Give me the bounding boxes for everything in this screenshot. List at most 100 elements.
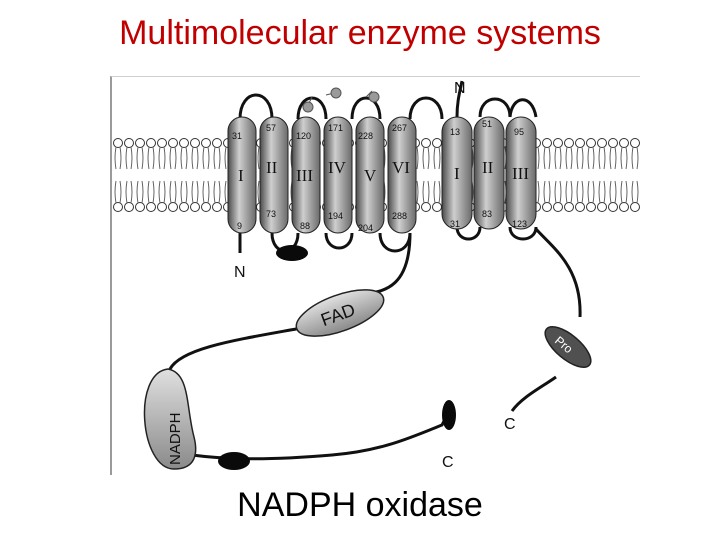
- lipid-tail: [620, 180, 628, 204]
- right-c-terminus-label: C: [504, 416, 516, 433]
- lipid-tail: [147, 146, 155, 170]
- lipid-tail: [180, 180, 188, 204]
- helix-bottom-number: 288: [392, 211, 407, 221]
- lipid-tail: [202, 180, 210, 204]
- helix-roman-numeral: II: [266, 158, 278, 177]
- helix-roman-numeral: III: [512, 164, 529, 183]
- lipid-tail: [554, 180, 562, 204]
- lipid-head: [190, 202, 200, 212]
- helix-bottom-number: 88: [300, 221, 310, 231]
- helix-top-number: 267: [392, 123, 407, 133]
- nadph-domain: NADPH: [143, 368, 197, 470]
- lipid-tail: [422, 180, 430, 204]
- lipid-tail: [576, 180, 584, 204]
- lipid-head: [564, 202, 574, 212]
- lipid-head: [212, 202, 222, 212]
- glycosylation-sites: [302, 87, 380, 113]
- lipid-head: [179, 138, 189, 148]
- lipid-tail: [565, 146, 573, 170]
- lipid-tail: [576, 146, 584, 170]
- lipid-tail: [422, 146, 430, 170]
- glycan-knob: [368, 91, 380, 103]
- binding-bead: [442, 400, 456, 430]
- nadph-label: NADPH: [167, 412, 184, 465]
- helix-bottom-number: 83: [482, 209, 492, 219]
- lipid-head: [146, 202, 156, 212]
- lipid-tail: [158, 146, 166, 170]
- lipid-head: [553, 202, 563, 212]
- lipid-tail: [191, 146, 199, 170]
- lipid-head: [553, 138, 563, 148]
- lipid-tail: [609, 180, 617, 204]
- lipid-tail: [565, 180, 573, 204]
- lipid-head: [542, 138, 552, 148]
- lipid-tail: [158, 180, 166, 204]
- lipid-head: [421, 202, 431, 212]
- helix-top-number: 171: [328, 123, 343, 133]
- right-protein-helices: [441, 116, 537, 230]
- helix-top-number: 31: [232, 131, 242, 141]
- pro-domain: Pro: [544, 326, 592, 368]
- lipid-tail: [543, 180, 551, 204]
- lipid-head: [564, 138, 574, 148]
- lipid-head: [190, 138, 200, 148]
- helix-roman-numeral: II: [482, 158, 494, 177]
- lipid-tail: [587, 146, 595, 170]
- helix-bottom-number: 31: [450, 219, 460, 229]
- lipid-tail: [125, 146, 133, 170]
- lipid-head: [575, 138, 585, 148]
- lipid-tail: [191, 180, 199, 204]
- lipid-head: [157, 138, 167, 148]
- left-protein-helices: [227, 116, 417, 234]
- lipid-tail: [169, 146, 177, 170]
- helix-bottom-number: 123: [512, 219, 527, 229]
- helix-roman-numeral: IV: [328, 158, 347, 177]
- helix-bottom-number: 194: [328, 211, 343, 221]
- lipid-tail: [213, 180, 221, 204]
- lipid-head: [168, 138, 178, 148]
- lipid-tail: [125, 180, 133, 204]
- lipid-tail: [136, 146, 144, 170]
- lipid-head: [124, 138, 134, 148]
- lipid-head: [146, 138, 156, 148]
- lipid-head: [201, 138, 211, 148]
- lipid-tail: [554, 146, 562, 170]
- left-c-terminus-label: C: [442, 454, 454, 471]
- lipid-head: [597, 202, 607, 212]
- helix-top-number: 57: [266, 123, 276, 133]
- nadph-oxidase-diagram: 31 57 120 171 228 267 I II III IV V VI 9…: [110, 76, 640, 475]
- lipid-head: [586, 138, 596, 148]
- lipid-tail: [609, 146, 617, 170]
- helix-bottom-number: 9: [237, 221, 242, 231]
- helix-roman-numeral: I: [454, 164, 460, 183]
- lipid-tail: [631, 146, 639, 170]
- lipid-tail: [114, 146, 122, 170]
- lipid-head: [432, 202, 442, 212]
- lipid-head: [542, 202, 552, 212]
- right-helix-labels: 13 51 95 I II III 31 83 123: [450, 119, 529, 229]
- lipid-head: [575, 202, 585, 212]
- lipid-tail: [598, 180, 606, 204]
- diagram-caption: NADPH oxidase: [237, 486, 483, 524]
- lipid-tail: [433, 180, 441, 204]
- lipid-tail: [147, 180, 155, 204]
- lipid-head: [608, 138, 618, 148]
- helix-top-number: 228: [358, 131, 373, 141]
- lipid-tail: [136, 180, 144, 204]
- lipid-tail: [180, 146, 188, 170]
- lipid-head: [113, 202, 123, 212]
- lipid-head: [630, 138, 640, 148]
- lipid-tail: [587, 180, 595, 204]
- lipid-tail: [620, 146, 628, 170]
- helix-roman-numeral: V: [364, 166, 377, 185]
- lipid-head: [597, 138, 607, 148]
- left-helix-labels: 31 57 120 171 228 267 I II III IV V VI 9…: [232, 123, 410, 233]
- lipid-tail: [169, 180, 177, 204]
- lipid-tail: [433, 146, 441, 170]
- lipid-head: [135, 138, 145, 148]
- lipid-head: [135, 202, 145, 212]
- lipid-head: [157, 202, 167, 212]
- left-n-terminus-label: N: [234, 264, 246, 281]
- lipid-head: [586, 202, 596, 212]
- extracellular-loops: [238, 80, 538, 120]
